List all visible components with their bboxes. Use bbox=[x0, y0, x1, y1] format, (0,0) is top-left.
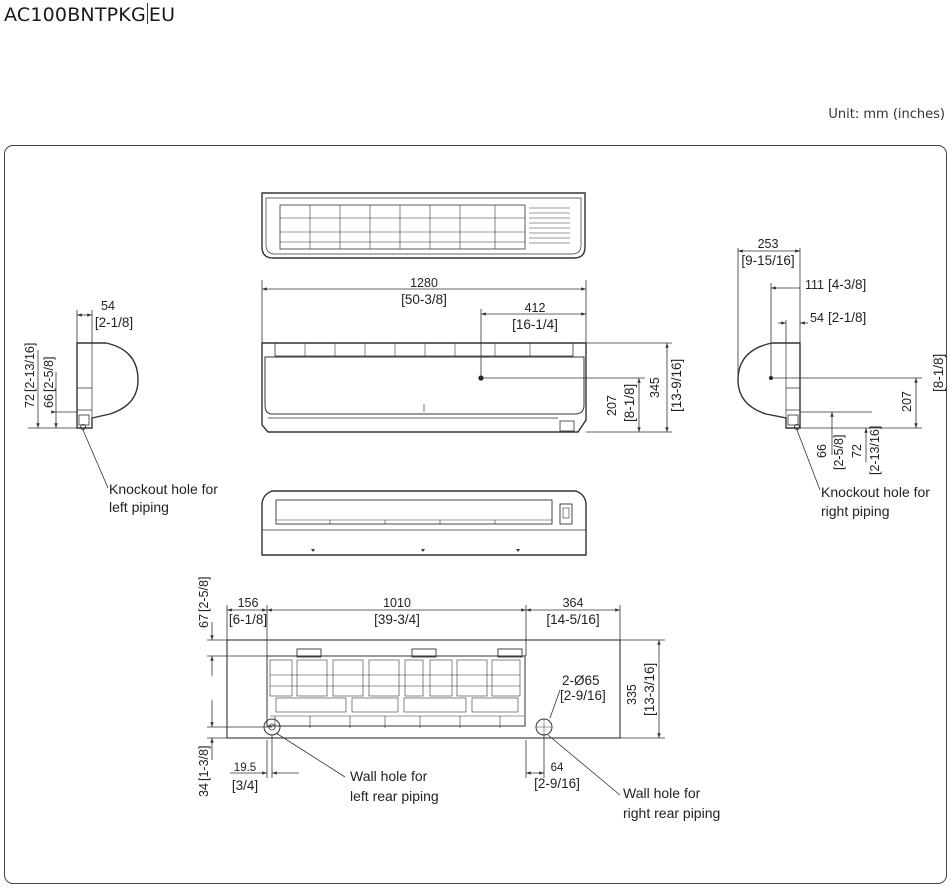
dim-right-207-in: [8-1/8] bbox=[931, 354, 946, 392]
dim-rear-156-in: [6-1/8] bbox=[229, 612, 267, 627]
dim-rear-hole: 2-Ø65 bbox=[562, 673, 600, 688]
dim-right-253-in: [9-15/16] bbox=[741, 253, 794, 268]
dim-rear-67: 67 bbox=[197, 614, 211, 628]
dim-rear-19-5-in: [3/4] bbox=[232, 778, 258, 793]
dim-rear-364-in: [14-5/16] bbox=[546, 612, 599, 627]
dim-rear-67-in: [2-5/8] bbox=[197, 577, 211, 612]
dim-left-54: 54 bbox=[101, 299, 115, 313]
bottom-view bbox=[261, 490, 587, 556]
dim-rear-34-in: [1-3/8] bbox=[197, 746, 211, 781]
top-view bbox=[261, 192, 586, 259]
dim-front-1280-in: [50-3/8] bbox=[401, 292, 447, 307]
dim-right-66-in: [2-5/8] bbox=[832, 435, 846, 470]
dim-left-72-in: [2-13/16] bbox=[23, 343, 37, 392]
dim-front-207: 207 bbox=[605, 395, 619, 416]
note-knockout-right-1: Knockout hole for bbox=[821, 484, 930, 500]
note-wall-left-2: left rear piping bbox=[350, 788, 439, 804]
dim-rear-364: 364 bbox=[563, 596, 584, 610]
dim-left-66-in: [2-5/8] bbox=[42, 357, 56, 392]
dim-rear-335-in: [13-3/16] bbox=[642, 663, 657, 716]
dim-front-1280: 1280 bbox=[410, 276, 438, 290]
dim-front-345-in: [13-9/16] bbox=[669, 359, 684, 412]
note-wall-right-1: Wall hole for bbox=[623, 785, 701, 801]
dim-rear-1010-in: [39-3/4] bbox=[374, 612, 420, 627]
dim-rear-34: 34 bbox=[197, 783, 211, 797]
dim-right-207: 207 bbox=[900, 391, 914, 412]
dim-rear-156: 156 bbox=[238, 596, 259, 610]
left-side-view bbox=[76, 342, 139, 430]
dimension-labels: 54 [2-1/8] 72 [2-13/16] 66 [2-5/8] 1280 … bbox=[23, 237, 946, 797]
rear-view bbox=[226, 639, 621, 739]
dim-left-72: 72 bbox=[23, 394, 37, 408]
dim-right-72: 72 bbox=[850, 444, 864, 458]
dimension-lines bbox=[28, 248, 922, 796]
right-side-view bbox=[737, 342, 801, 430]
dim-rear-64: 64 bbox=[551, 762, 564, 774]
model-suffix: EU bbox=[148, 4, 176, 26]
dim-right-111: 111 bbox=[805, 278, 824, 292]
dim-right-66: 66 bbox=[815, 444, 829, 458]
note-wall-right-2: right rear piping bbox=[623, 805, 720, 821]
dim-front-412: 412 bbox=[525, 301, 546, 315]
dim-front-412-in: [16-1/4] bbox=[512, 317, 558, 332]
dim-right-72-in: [2-13/16] bbox=[868, 426, 882, 475]
dim-left-66: 66 bbox=[42, 394, 56, 408]
dim-front-207-in: [8-1/8] bbox=[622, 384, 637, 422]
dim-rear-64-in: [2-9/16] bbox=[534, 776, 580, 791]
note-wall-left-1: Wall hole for bbox=[350, 768, 428, 784]
model-name: AC100BNTPKG bbox=[4, 4, 146, 26]
note-knockout-right-2: right piping bbox=[821, 503, 890, 519]
dim-right-111-in: [4-3/8] bbox=[828, 277, 866, 292]
dim-rear-hole-in: [2-9/16] bbox=[560, 688, 606, 703]
note-knockout-left-2: left piping bbox=[109, 499, 169, 515]
dim-right-54: 54 bbox=[810, 311, 824, 325]
unit-label: Unit: mm (inches) bbox=[828, 107, 945, 122]
dim-rear-1010: 1010 bbox=[383, 596, 411, 610]
title-cursor bbox=[146, 3, 148, 24]
dim-right-253: 253 bbox=[758, 237, 779, 251]
dim-right-54-in: [2-1/8] bbox=[828, 310, 866, 325]
note-knockout-left-1: Knockout hole for bbox=[109, 481, 218, 497]
dim-rear-335: 335 bbox=[625, 684, 639, 705]
callout-notes: Knockout hole for left piping Knockout h… bbox=[109, 481, 930, 821]
dim-front-345: 345 bbox=[648, 377, 662, 398]
dim-rear-19-5: 19.5 bbox=[234, 762, 256, 774]
drawing-frame bbox=[4, 145, 947, 884]
dim-left-54-in: [2-1/8] bbox=[95, 315, 133, 330]
front-view bbox=[261, 342, 587, 433]
